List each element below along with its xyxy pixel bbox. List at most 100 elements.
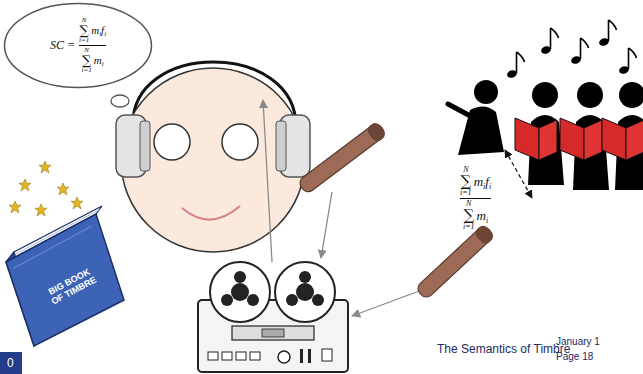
illustration-part <box>121 68 305 252</box>
illustration-part <box>182 206 240 220</box>
illustration-part <box>35 204 47 216</box>
slide-tab-number: 0 <box>7 356 14 370</box>
illustration-part <box>262 329 284 337</box>
illustration-part <box>39 161 51 173</box>
illustration-part <box>516 52 518 73</box>
summand: mi <box>477 209 489 222</box>
sum-limit: N <box>466 200 471 208</box>
illustration-part <box>210 262 270 322</box>
illustration-part <box>628 48 630 69</box>
illustration-part <box>560 118 584 160</box>
illustration-part <box>154 124 190 160</box>
subscript: i <box>489 183 491 191</box>
sum-limit: i=1 <box>82 67 92 74</box>
illustration-part <box>580 38 582 59</box>
subscript: i <box>483 183 485 191</box>
illustration-part <box>539 120 557 160</box>
illustration-part <box>598 20 616 47</box>
illustration-part <box>581 38 589 48</box>
subscript: i <box>104 31 106 38</box>
illustration-part <box>140 121 150 171</box>
illustration-part <box>532 82 558 108</box>
sum-limit: N <box>84 47 89 54</box>
illustration-part <box>619 82 643 108</box>
illustration-part <box>221 294 233 306</box>
illustration-part <box>231 283 249 301</box>
illustration-part <box>299 271 311 283</box>
fraction-bar <box>460 198 491 199</box>
illustration-part <box>0 352 22 374</box>
sum-limit: N <box>463 166 468 174</box>
sum-limit: i=1 <box>79 37 89 44</box>
illustration-part <box>515 118 539 160</box>
summand: mifi <box>91 25 106 36</box>
illustration-part <box>609 20 617 30</box>
illustration-part <box>297 121 388 196</box>
thought-bubble: SC =N∑i=1mifiN∑i=1mi <box>3 2 153 89</box>
sum-sign: ∑ <box>460 174 471 189</box>
illustration-part <box>14 226 92 268</box>
book-cover: BIG BOOK OF TIMBRE <box>38 260 107 313</box>
variable: f <box>101 25 104 36</box>
illustration-part <box>308 349 311 363</box>
summation: N∑i=1 <box>79 17 89 44</box>
illustration-part <box>473 223 496 246</box>
bubble-ellipse <box>5 4 152 88</box>
sum-sign: ∑ <box>463 208 474 223</box>
illustration-part <box>448 104 474 118</box>
variable: m <box>477 209 486 222</box>
illustration-part <box>515 82 564 185</box>
numerator: N∑i=1mifi <box>79 17 106 44</box>
illustration-part <box>300 349 303 363</box>
centroid-formula: N∑i=1mifiN∑i=1mi <box>460 158 491 231</box>
variable: m <box>91 25 99 36</box>
illustration-part <box>584 120 602 160</box>
variable: m <box>474 175 483 188</box>
summand: mifi <box>474 175 491 188</box>
subscript: i <box>99 31 101 38</box>
illustration-part <box>208 352 218 360</box>
variable: f <box>485 175 489 188</box>
illustration-part <box>312 294 324 306</box>
illustration-part <box>275 262 335 322</box>
fraction: N∑i=1mifiN∑i=1mi <box>79 17 106 74</box>
illustration-part <box>352 290 422 316</box>
illustration-part <box>263 100 272 262</box>
illustration-part <box>474 80 498 104</box>
illustration-part <box>19 179 31 191</box>
illustration-part <box>222 352 232 360</box>
variable: m <box>94 55 102 66</box>
summation: N∑i=1 <box>460 166 472 197</box>
illustration-part <box>276 121 286 171</box>
illustration-part <box>296 283 314 301</box>
formula: N∑i=1mifiN∑i=1mi <box>460 166 491 231</box>
illustration-part <box>71 197 83 209</box>
illustration-part <box>517 52 525 62</box>
illustration-part <box>111 95 129 107</box>
formula: SC =N∑i=1mifiN∑i=1mi <box>50 17 106 74</box>
illustration-part <box>602 118 626 160</box>
page-number: Page 18 <box>556 351 593 362</box>
subscript: i <box>486 217 488 225</box>
illustration-part <box>6 214 124 346</box>
footer-date: January 1 <box>556 336 600 347</box>
illustration-part <box>247 294 259 306</box>
denominator: N∑i=1mi <box>82 47 104 74</box>
bubble-outline <box>3 2 153 89</box>
illustration-part <box>629 48 637 58</box>
illustration-part <box>626 120 643 160</box>
summation: N∑i=1 <box>463 200 475 231</box>
formula-lhs: SC = <box>50 38 75 53</box>
illustration-part <box>505 150 532 198</box>
illustration-part <box>570 38 588 65</box>
summand: mi <box>94 55 104 66</box>
illustration-part <box>9 201 21 213</box>
illustration-part <box>57 183 69 195</box>
illustration-part <box>222 124 258 160</box>
illustration-part <box>234 271 246 283</box>
illustration-part <box>232 326 314 340</box>
fraction-bar <box>79 45 106 46</box>
footer-title: The Semantics of Timbre <box>437 342 570 356</box>
